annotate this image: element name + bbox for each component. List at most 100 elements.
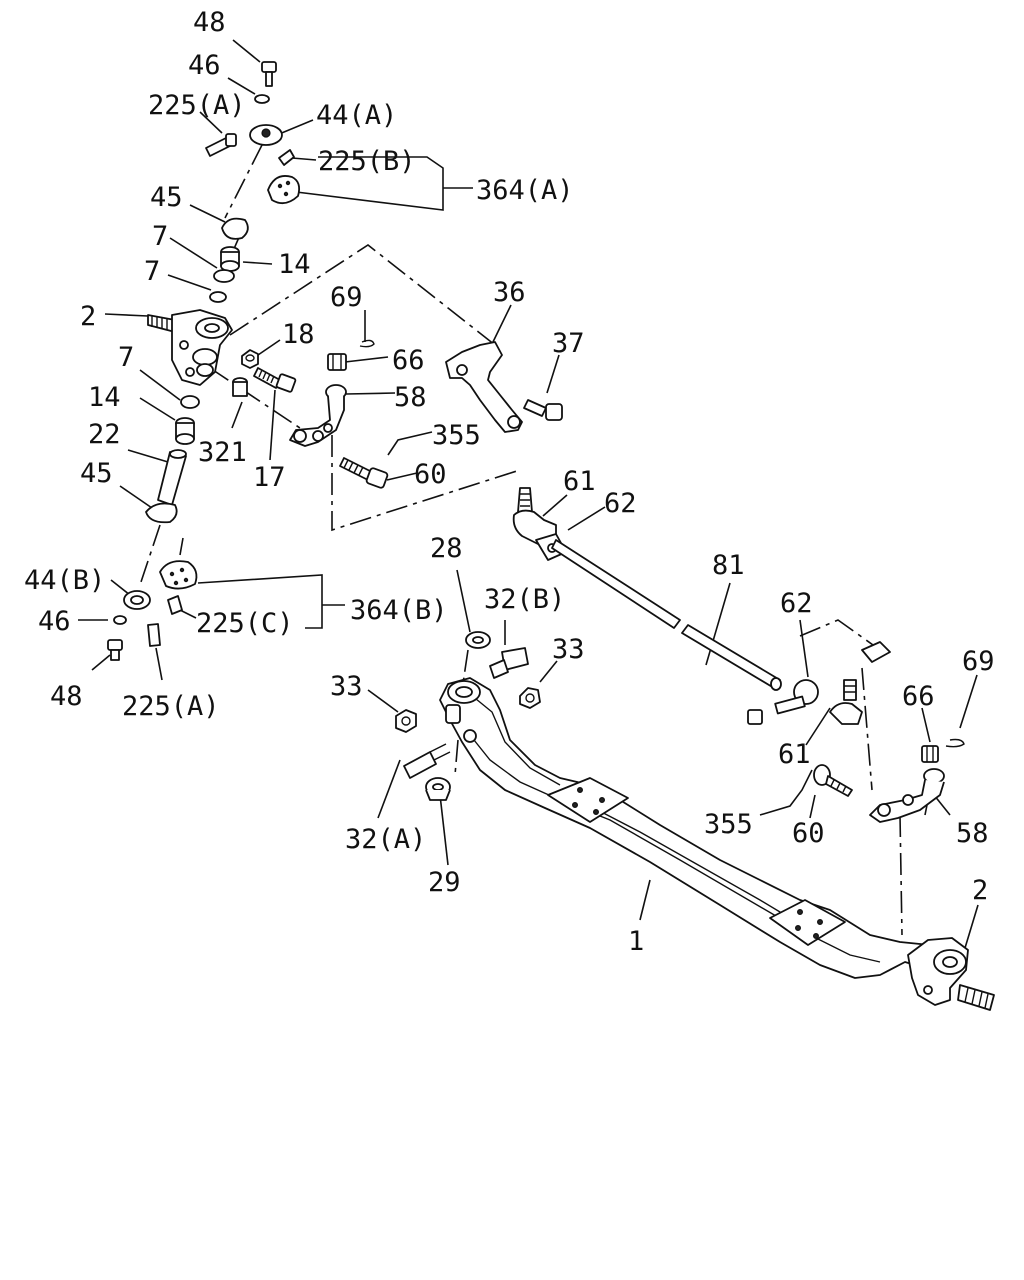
label-45-low: 45 — [80, 458, 113, 489]
tie-rod-tube-81 — [551, 539, 782, 691]
assembly-guide-lines — [139, 144, 903, 936]
bolt-48-low — [107, 639, 123, 661]
washer-46-low — [113, 615, 127, 625]
label-33-right: 33 — [552, 634, 585, 665]
label-364b: 364(B) — [350, 595, 448, 626]
bushing-14-top — [220, 246, 240, 272]
clamp-62-right — [747, 641, 891, 725]
bolt-37 — [523, 399, 563, 421]
tie-rod-arm-58-left — [289, 384, 347, 447]
stud-32b — [489, 647, 529, 679]
label-225b: 225(B) — [318, 146, 416, 177]
cotter-pin-69-right — [945, 738, 965, 748]
label-44b: 44(B) — [24, 565, 105, 596]
label-28: 28 — [430, 533, 463, 564]
bolt-60-right — [813, 764, 853, 797]
label-14-low: 14 — [88, 382, 121, 413]
grease-nipple-225b — [278, 149, 295, 166]
label-62-right: 62 — [780, 588, 813, 619]
bolt-17 — [253, 367, 297, 393]
tie-rod-assembly — [512, 487, 891, 725]
front-axle-beam-1 — [439, 677, 941, 979]
label-2-right: 2 — [972, 875, 988, 906]
label-66-right: 66 — [902, 681, 935, 712]
label-18: 18 — [282, 319, 315, 350]
label-48-top: 48 — [193, 7, 226, 38]
lower-king-pin-parts — [107, 395, 200, 661]
bolt-60-left — [339, 457, 389, 489]
label-48-low: 48 — [50, 681, 83, 712]
label-225a-low: 225(A) — [122, 691, 220, 722]
label-32b: 32(B) — [484, 584, 565, 615]
label-60-left: 60 — [414, 459, 447, 490]
label-69-left: 69 — [330, 282, 363, 313]
nut-18 — [241, 349, 259, 369]
label-61-right: 61 — [778, 739, 811, 770]
label-7-b: 7 — [144, 256, 160, 287]
label-29: 29 — [428, 867, 461, 898]
label-321: 321 — [198, 437, 247, 468]
steering-knuckle-left — [147, 309, 233, 386]
shim-7-a — [213, 269, 235, 283]
label-61-left: 61 — [563, 466, 596, 497]
spring-pad-left — [547, 777, 629, 823]
cover-plate-364a — [267, 175, 301, 205]
cover-plate-364b — [159, 560, 198, 590]
grease-nipple-225a-low — [147, 623, 161, 647]
label-58-left: 58 — [394, 382, 427, 413]
label-58-right: 58 — [956, 818, 989, 849]
label-60-right: 60 — [792, 818, 825, 849]
label-33-left: 33 — [330, 671, 363, 702]
label-14-top: 14 — [278, 249, 311, 280]
washer-28 — [465, 631, 491, 649]
label-7-c: 7 — [118, 342, 134, 373]
nut-66-left — [327, 353, 347, 371]
gasket-45-top — [221, 217, 249, 240]
upper-king-pin-parts — [205, 61, 301, 303]
label-225c: 225(C) — [196, 608, 294, 639]
shim-7-c — [180, 395, 200, 409]
pin-321 — [232, 377, 248, 397]
label-22: 22 — [88, 419, 121, 450]
tie-rod-arm-58-right — [869, 768, 945, 823]
label-225a-top: 225(A) — [148, 90, 246, 121]
nut-66-right — [921, 745, 939, 763]
label-81: 81 — [712, 550, 745, 581]
spring-pad-right — [769, 899, 846, 946]
pitman-arm-36 — [445, 341, 523, 433]
label-66-left: 66 — [392, 345, 425, 376]
cap-44a — [249, 124, 283, 146]
gasket-45-low — [145, 502, 178, 524]
tie-rod-end-61-right — [829, 679, 863, 725]
label-32a: 32(A) — [345, 824, 426, 855]
label-46-low: 46 — [38, 606, 71, 637]
label-62-left: 62 — [604, 488, 637, 519]
cotter-pin-69-left — [359, 339, 375, 348]
grease-nipple-225a-top — [205, 133, 237, 157]
nut-33-right — [519, 687, 541, 709]
bushing-14-low — [175, 417, 195, 445]
label-355-right: 355 — [704, 809, 753, 840]
label-17: 17 — [253, 462, 286, 493]
shim-7-b — [209, 291, 227, 303]
label-7-a: 7 — [152, 221, 168, 252]
washer-46-top — [254, 94, 270, 104]
label-69-right: 69 — [962, 646, 995, 677]
label-37: 37 — [552, 328, 585, 359]
grease-nipple-225c — [167, 595, 183, 615]
steering-knuckle-right — [907, 937, 995, 1011]
label-355-left: 355 — [432, 420, 481, 451]
label-364a: 364(A) — [476, 175, 574, 206]
bolt-48-top — [261, 61, 277, 87]
label-46-top: 46 — [188, 50, 221, 81]
bushing-29 — [425, 777, 451, 801]
nut-33-left — [395, 709, 417, 733]
stud-32a — [403, 743, 451, 779]
callout-labels: 48 46 225(A) 44(A) 225(B) 364(A) 45 7 14… — [24, 7, 995, 957]
cap-44b — [123, 590, 151, 610]
label-36: 36 — [493, 277, 526, 308]
king-pin-22 — [157, 449, 187, 506]
label-45-top: 45 — [150, 182, 183, 213]
label-2-left: 2 — [80, 301, 96, 332]
